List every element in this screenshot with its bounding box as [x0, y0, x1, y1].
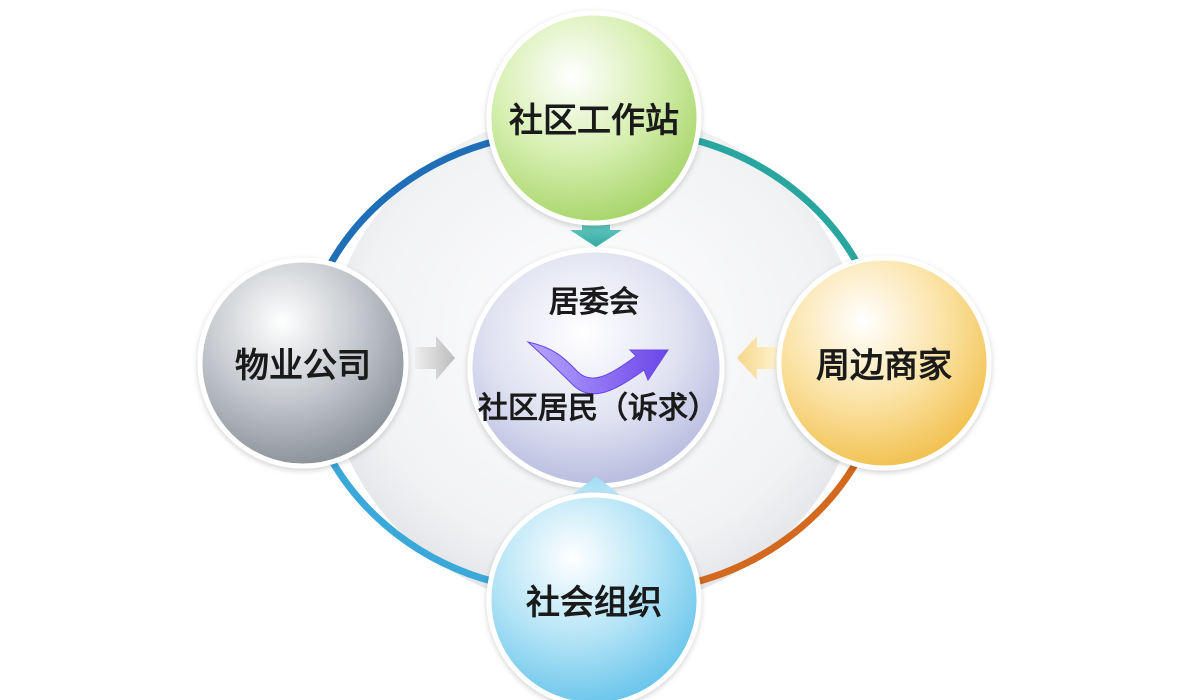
node-bottom-label: 社会组织	[526, 583, 662, 623]
ring-arc-bottom-left	[323, 448, 499, 586]
center-top-label: 居委会	[549, 285, 639, 320]
node-left-label: 物业公司	[235, 346, 371, 386]
arrow-left-from-right-icon	[737, 336, 778, 380]
node-left: 物业公司	[197, 257, 409, 469]
node-right: 周边商家	[776, 255, 992, 471]
node-right-label: 周边商家	[816, 346, 952, 386]
arrow-right-from-left-icon	[415, 336, 455, 380]
center-node: 居委会 社区居民（诉求）	[467, 247, 725, 489]
node-top: 社区工作站	[486, 10, 702, 226]
cycle-arrow-icon	[526, 341, 669, 395]
center-bottom-label: 社区居民（诉求）	[478, 391, 718, 426]
ring-arc-bottom-right	[692, 448, 866, 586]
ring-arc-top-left	[323, 136, 504, 274]
node-top-label: 社区工作站	[509, 101, 679, 141]
ring-arc-top-right	[691, 136, 866, 276]
node-bottom: 社会组织	[486, 492, 702, 700]
